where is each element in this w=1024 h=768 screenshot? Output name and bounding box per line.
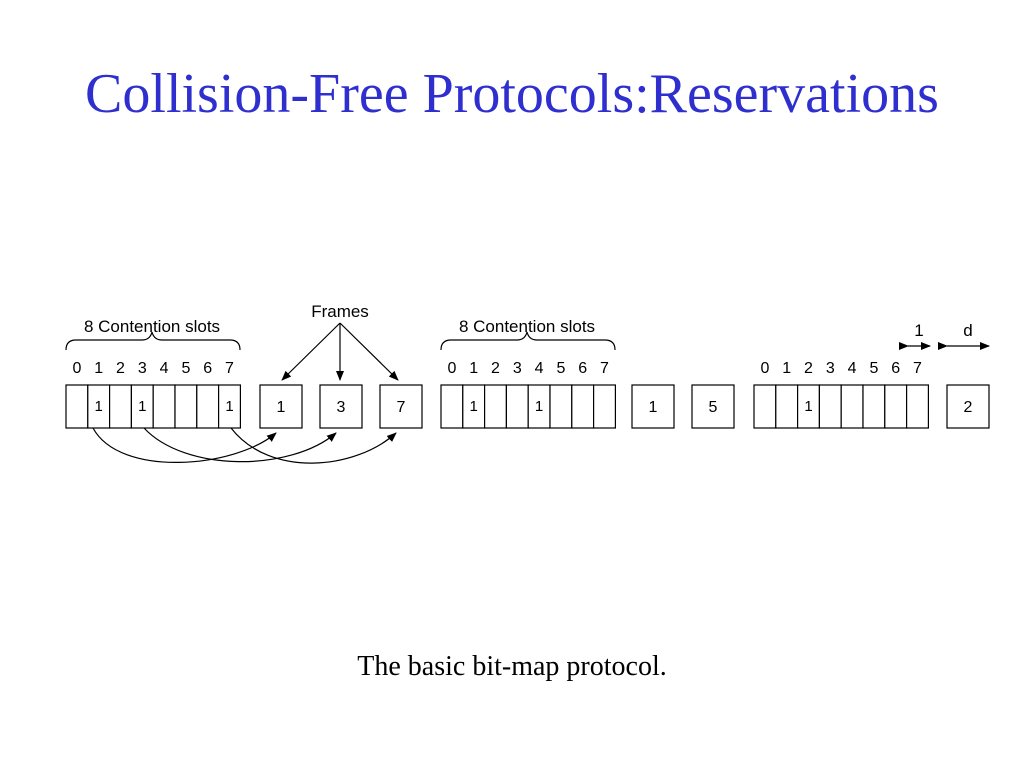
slot-number: 7: [913, 360, 922, 377]
contention-brace-2: [440, 331, 616, 351]
contention-slot: [174, 384, 198, 429]
slot-number: 4: [160, 360, 169, 377]
slot-number: 3: [826, 360, 835, 377]
slot-number: 5: [181, 360, 190, 377]
data-frame: [319, 384, 363, 429]
reservation-arrow-slot3: [143, 427, 337, 463]
data-frame: [691, 384, 735, 429]
frame-station-number: 3: [337, 399, 346, 416]
slot-number: 5: [556, 360, 565, 377]
contention-slot: [549, 384, 573, 429]
contention-slot: [196, 384, 220, 429]
contention-slot: [484, 384, 508, 429]
slot-number: 6: [578, 360, 587, 377]
slot-number: 1: [469, 360, 478, 377]
frame-station-number: 1: [277, 399, 286, 416]
frame-station-number: 7: [397, 399, 406, 416]
slot-number: 0: [447, 360, 456, 377]
slide-title: Collision-Free Protocols:Reservations: [85, 63, 939, 125]
slot-number: 2: [804, 360, 813, 377]
contention-slots-label-2: 8 Contention slots: [459, 317, 595, 336]
contention-slot: [65, 384, 89, 429]
contention-slot: [152, 384, 176, 429]
contention-slot: [753, 384, 777, 429]
slot-number: 1: [94, 360, 103, 377]
data-frame: [631, 384, 675, 429]
slot-number: 0: [760, 360, 769, 377]
reservation-arrow-slot7: [230, 427, 397, 464]
slot-number: 2: [116, 360, 125, 377]
contention-slot: [108, 384, 132, 429]
slot-number: 3: [513, 360, 522, 377]
reservation-bit: 1: [138, 398, 146, 415]
slot-number: 4: [535, 360, 544, 377]
contention-slot: [818, 384, 842, 429]
contention-slot: [592, 384, 616, 429]
contention-brace-1: [65, 331, 241, 351]
contention-slot: [884, 384, 908, 429]
frames-label: Frames: [311, 302, 369, 321]
reservation-bit: 1: [225, 398, 233, 415]
reservation-bit: 1: [804, 398, 812, 415]
contention-slot: [862, 384, 886, 429]
data-frame: [946, 384, 990, 429]
frame-station-number: 2: [964, 399, 973, 416]
data-frame: [259, 384, 303, 429]
slot-number: 6: [203, 360, 212, 377]
slot-number: 1: [782, 360, 791, 377]
slot-number: 7: [600, 360, 609, 377]
contention-slot: [505, 384, 529, 429]
slot-number: 3: [138, 360, 147, 377]
slot-width-label: 1: [914, 321, 923, 340]
contention-slot: [840, 384, 864, 429]
figure-caption: The basic bit-map protocol.: [357, 651, 667, 682]
slot-number: 0: [72, 360, 81, 377]
contention-slot: [440, 384, 464, 429]
reservation-bit: 1: [95, 398, 103, 415]
reservation-bit: 1: [470, 398, 478, 415]
frame-width-label: d: [963, 321, 972, 340]
contention-slots-label-1: 8 Contention slots: [84, 317, 220, 336]
slot-number: 4: [848, 360, 857, 377]
frames-arrow-to-1: [281, 322, 341, 381]
reservation-arrow-slot1: [92, 427, 277, 463]
data-frame: [379, 384, 423, 429]
contention-slot: [571, 384, 595, 429]
contention-slot: [775, 384, 799, 429]
contention-slot: [218, 384, 242, 429]
frame-station-number: 5: [709, 399, 718, 416]
slot-number: 5: [869, 360, 878, 377]
slot-number: 6: [891, 360, 900, 377]
frame-station-number: 1: [649, 399, 658, 416]
contention-slot: [905, 384, 929, 429]
reservation-bit: 1: [535, 398, 543, 415]
slot-number: 2: [491, 360, 500, 377]
slot-number: 7: [225, 360, 234, 377]
frames-arrow-to-7: [339, 322, 399, 381]
